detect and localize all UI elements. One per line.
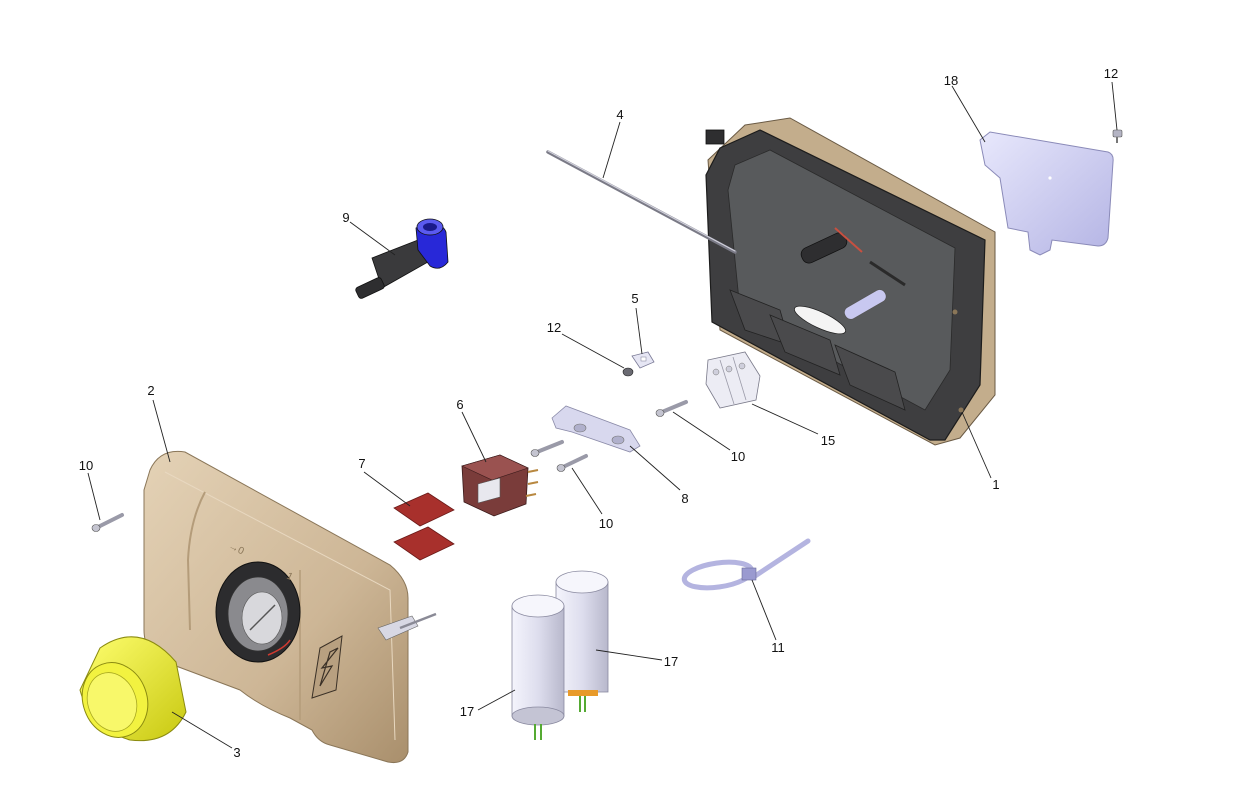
label-part-6: 6 xyxy=(456,397,463,412)
label-part-4: 4 xyxy=(616,107,623,122)
leader-5 xyxy=(635,307,643,355)
leader-8 xyxy=(629,445,681,491)
part-17-capacitor-front xyxy=(511,594,565,740)
part-1-housing xyxy=(705,117,996,446)
part-7-gaskets xyxy=(393,492,455,561)
leader-18 xyxy=(951,85,986,143)
label-part-9: 9 xyxy=(342,210,349,225)
part-9-connector xyxy=(355,218,449,299)
part-2-cover: →0 1 xyxy=(143,450,437,763)
leader-15 xyxy=(751,403,819,435)
leader-6 xyxy=(461,411,487,463)
part-6-switch xyxy=(461,454,539,517)
part-12-screw-mid xyxy=(622,367,634,377)
label-part-12-top: 12 xyxy=(1104,66,1118,81)
part-10-screw-mid-lower xyxy=(556,454,588,472)
label-part-3: 3 xyxy=(233,745,240,760)
leader-7 xyxy=(363,471,411,507)
leader-4 xyxy=(602,121,621,179)
leader-12-mid xyxy=(561,333,625,369)
part-8-clamp xyxy=(551,405,641,453)
leader-11 xyxy=(751,579,777,641)
leader-17-left xyxy=(477,689,516,711)
part-11-cable-tie xyxy=(681,538,811,591)
part-labels: 1 2 3 4 5 6 7 8 9 10 10 10 11 12 12 15 1… xyxy=(79,66,1118,760)
label-part-11: 11 xyxy=(771,640,785,655)
label-part-10-right: 10 xyxy=(731,449,745,464)
svg-text:1: 1 xyxy=(285,571,295,584)
part-15-terminal-block xyxy=(705,351,761,409)
part-3-cap xyxy=(79,636,187,742)
leader-10-left xyxy=(87,472,101,521)
leader-10-right xyxy=(672,411,731,451)
label-part-12-mid: 12 xyxy=(547,320,561,335)
label-part-8: 8 xyxy=(681,491,688,506)
label-part-15: 15 xyxy=(821,433,835,448)
part-4-rod xyxy=(546,150,737,254)
leader-17-right xyxy=(595,649,663,661)
leader-9 xyxy=(349,221,396,256)
label-part-10-mid: 10 xyxy=(599,516,613,531)
leader-3 xyxy=(171,711,233,749)
part-5-clip xyxy=(631,351,655,369)
label-part-1: 1 xyxy=(992,477,999,492)
label-part-10-left: 10 xyxy=(79,458,93,473)
leader-10-mid xyxy=(571,467,603,515)
label-part-7: 7 xyxy=(358,456,365,471)
part-12-screw-top xyxy=(1112,129,1123,143)
label-part-5: 5 xyxy=(631,291,638,306)
part-10-screw-left xyxy=(91,513,124,532)
label-part-18: 18 xyxy=(944,73,958,88)
label-part-17-right: 17 xyxy=(664,654,678,669)
part-18-plate xyxy=(979,131,1114,256)
leader-1 xyxy=(961,411,992,479)
label-part-17-left: 17 xyxy=(460,704,474,719)
leader-2 xyxy=(152,399,171,463)
part-10-screw-mid-upper xyxy=(530,440,564,457)
part-10-screw-right xyxy=(655,400,688,417)
leader-12-top xyxy=(1111,81,1118,131)
leader-lines xyxy=(87,81,1118,749)
label-part-2: 2 xyxy=(147,383,154,398)
